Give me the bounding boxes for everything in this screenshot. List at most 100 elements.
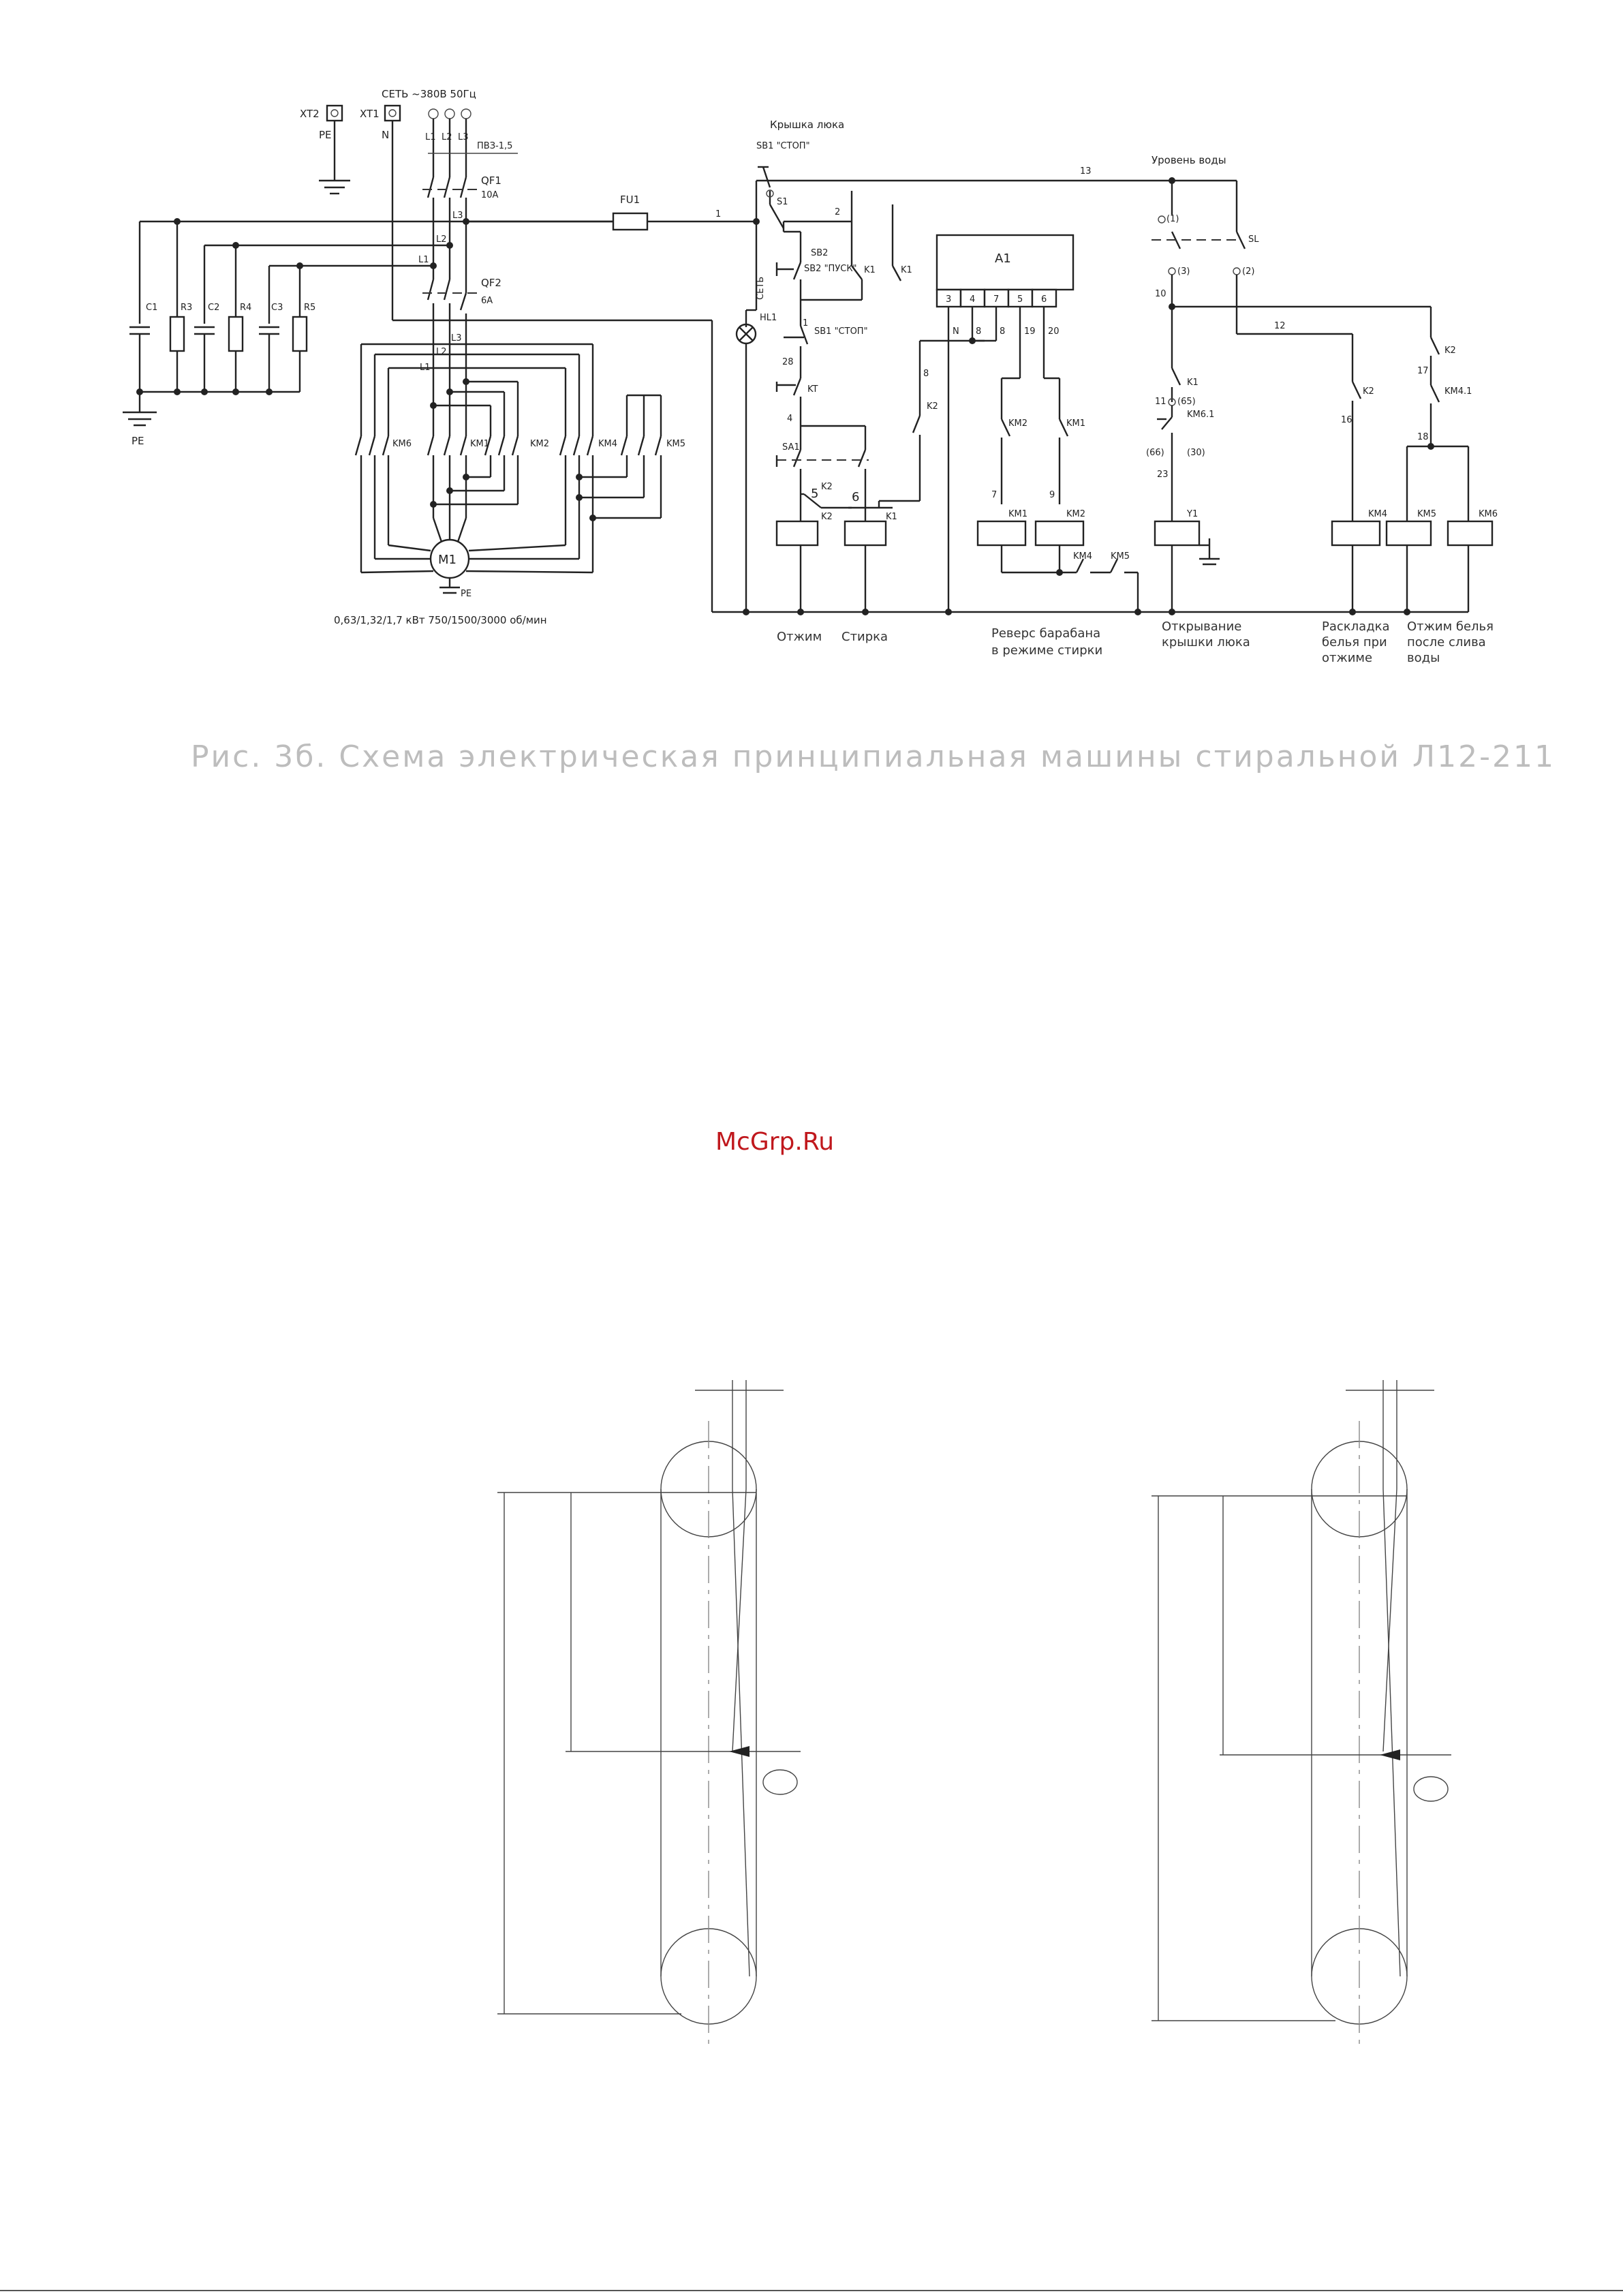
supply-label: СЕТЬ ~380В 50Гц — [382, 88, 476, 100]
km6-coil-label: KM6 — [1479, 509, 1498, 519]
motor-spec: 0,63/1,32/1,7 кВт 750/1500/3000 об/мин — [334, 614, 547, 626]
wire-11: 11 — [1155, 397, 1166, 407]
qf1-rating: 10А — [481, 190, 499, 200]
water-level-label: Уровень воды — [1151, 154, 1226, 166]
bus-l3-label: L3 — [452, 211, 463, 221]
bus-l2-label: L2 — [436, 234, 447, 245]
wire-6: 6 — [852, 490, 859, 504]
a1-pin-4: 4 — [970, 294, 975, 305]
hl1-label: HL1 — [760, 313, 777, 323]
l3-label-2: L3 — [451, 333, 462, 343]
terminal-xt1 — [384, 104, 401, 122]
pv-label: ПВЗ-1,5 — [477, 141, 512, 151]
qf2-rating: 6А — [481, 296, 493, 306]
contactor-km5-coil — [1385, 520, 1432, 547]
footer-rule — [0, 2290, 1623, 2291]
func-lid-2: крышки люка — [1162, 635, 1250, 649]
wire-12: 12 — [1274, 321, 1286, 331]
wire-n: N — [953, 326, 959, 337]
sb1-stop2-label: SB1 "СТОП" — [814, 326, 868, 337]
n-label: N — [382, 129, 389, 141]
wire-20: 20 — [1048, 326, 1060, 337]
relay-k2-coil — [775, 520, 819, 547]
wire-18: 18 — [1417, 432, 1429, 442]
func-drain-2: после слива — [1407, 635, 1486, 649]
func-layout-1: Раскладка — [1322, 619, 1390, 634]
c1-label: C1 — [146, 303, 157, 313]
km2-label: KM2 — [530, 439, 549, 449]
wire-7: 7 — [991, 490, 997, 500]
belt-drawing-right — [1151, 1380, 1451, 2045]
terminal-xt2 — [326, 104, 343, 122]
sl-pin-3: (3) — [1177, 266, 1190, 277]
km2-contact-label: KM2 — [1008, 418, 1027, 429]
pin-30: (30) — [1187, 448, 1205, 458]
qf1-label: QF1 — [481, 174, 501, 187]
k2-contact-label-1: K2 — [821, 482, 833, 492]
xt2-label: XT2 — [300, 108, 320, 120]
wire-8: 8 — [923, 369, 929, 379]
filter-bus: L2 L1 L3 PE C1 R3 C2 R4 C3 — [123, 211, 613, 447]
wire-1b: 1 — [803, 318, 808, 328]
contactor-km2-coil — [1034, 520, 1085, 547]
km5-contact-label: KM5 — [1111, 551, 1130, 562]
wire-1: 1 — [715, 209, 721, 219]
wire-23: 23 — [1157, 470, 1169, 480]
k1-contact-label-1: K1 — [864, 265, 876, 275]
a1-pin-7: 7 — [993, 294, 999, 305]
watermark: McGrp.Ru — [715, 1128, 835, 1156]
motor-label: M1 — [438, 553, 457, 567]
belt-drawing-left — [497, 1380, 801, 2045]
contactor-km6-coil — [1447, 520, 1494, 547]
r4-label: R4 — [240, 303, 251, 313]
breaker-qf1: QF1 10А — [422, 174, 501, 293]
km4-contact-label: KM4 — [1073, 551, 1092, 562]
km4-label: KM4 — [598, 439, 617, 449]
func-drain-1: Отжим белья — [1407, 619, 1494, 634]
a1-pin-3: 3 — [946, 294, 951, 305]
power-contactors: L2 L1 L3 KM6 KM1 KM2 KM4 KM5 — [334, 333, 685, 626]
km5-label: KM5 — [666, 439, 685, 449]
contactor-km1-coil — [976, 520, 1027, 547]
wire-8b: 8 — [976, 326, 981, 337]
a1-pin-5: 5 — [1017, 294, 1023, 305]
sl-pin-1: (1) — [1166, 214, 1179, 224]
km1-contact-label: KM1 — [1066, 418, 1085, 429]
func-drain-3: воды — [1407, 651, 1440, 665]
l2-label-2: L2 — [436, 347, 447, 357]
supply-terminals: XT2 XT1 PE N СЕТЬ ~380В 50Гц L1 L2 L3 ПВ… — [300, 88, 713, 612]
r5-label: R5 — [304, 303, 315, 313]
xt1-label: XT1 — [360, 108, 380, 120]
wire-16: 16 — [1341, 415, 1352, 425]
km6-1-label: KM6.1 — [1187, 410, 1214, 420]
qf2-label: QF2 — [481, 277, 501, 289]
a1-pin-6: 6 — [1041, 294, 1047, 305]
contactor-km4-coil — [1331, 520, 1381, 547]
pin-65: (65) — [1177, 397, 1196, 407]
fu1-label: FU1 — [620, 194, 640, 206]
wire-10: 10 — [1155, 289, 1166, 299]
k1-label-coil-top: K1 — [886, 512, 897, 522]
func-layout-3: отжиме — [1322, 651, 1372, 665]
pe-label-top: PE — [319, 129, 332, 141]
c2-label: C2 — [208, 303, 219, 313]
k2-contact-label-2: K2 — [927, 401, 938, 412]
wire-19: 19 — [1024, 326, 1036, 337]
breaker-qf2: QF2 6А — [422, 277, 501, 368]
func-lid-1: Открывание — [1162, 619, 1241, 634]
lid-label: Крышка люка — [770, 119, 844, 131]
pe-label-bottom: PE — [132, 435, 144, 447]
k1-contact-label-2: K1 — [901, 265, 912, 275]
km4-coil-label: KM4 — [1368, 509, 1387, 519]
func-layout-2: белья при — [1322, 635, 1387, 649]
k2-label-coil-top: K2 — [821, 512, 833, 522]
k2-contact-label-4: K2 — [1444, 346, 1456, 356]
a1-label: A1 — [995, 251, 1011, 266]
c3-label: C3 — [271, 303, 283, 313]
wire-17: 17 — [1417, 366, 1429, 376]
wire-5: 5 — [811, 487, 818, 501]
figure-caption: Рис. 3б. Схема электрическая принципиаль… — [191, 739, 1556, 774]
wire-13: 13 — [1080, 166, 1092, 177]
sl-label: SL — [1248, 234, 1259, 245]
